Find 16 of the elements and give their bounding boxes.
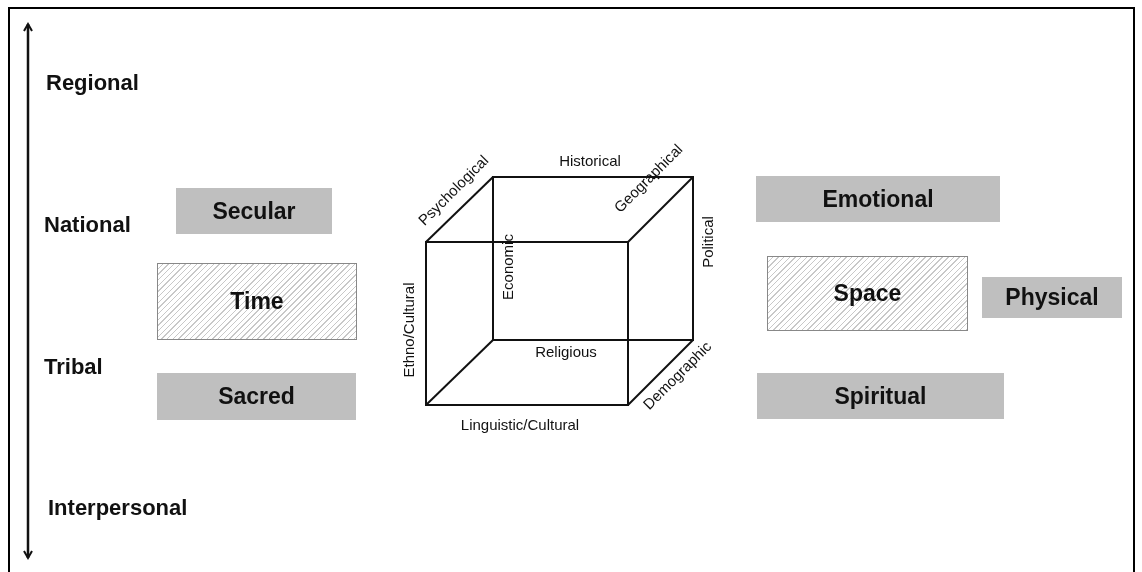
cube-edge-label: Religious [535, 342, 597, 360]
category-box: Secular [176, 188, 332, 234]
cube-edge-label: Ethno/Cultural [399, 282, 417, 378]
cube-edge-label: Linguistic/Cultural [460, 415, 580, 433]
category-box: Emotional [756, 176, 1000, 222]
category-box: Sacred [157, 373, 356, 420]
cube-edge-label: Economic [498, 234, 516, 300]
scale-level-label: National [44, 212, 131, 238]
hatched-box: Time [157, 263, 357, 340]
scale-level-label: Regional [46, 70, 139, 96]
cube-edge-label: Political [698, 216, 716, 268]
category-box: Physical [982, 277, 1122, 318]
scale-level-label: Interpersonal [48, 495, 188, 521]
hatched-box: Space [767, 256, 968, 331]
scale-level-label: Tribal [44, 354, 103, 380]
category-box: Spiritual [757, 373, 1004, 419]
